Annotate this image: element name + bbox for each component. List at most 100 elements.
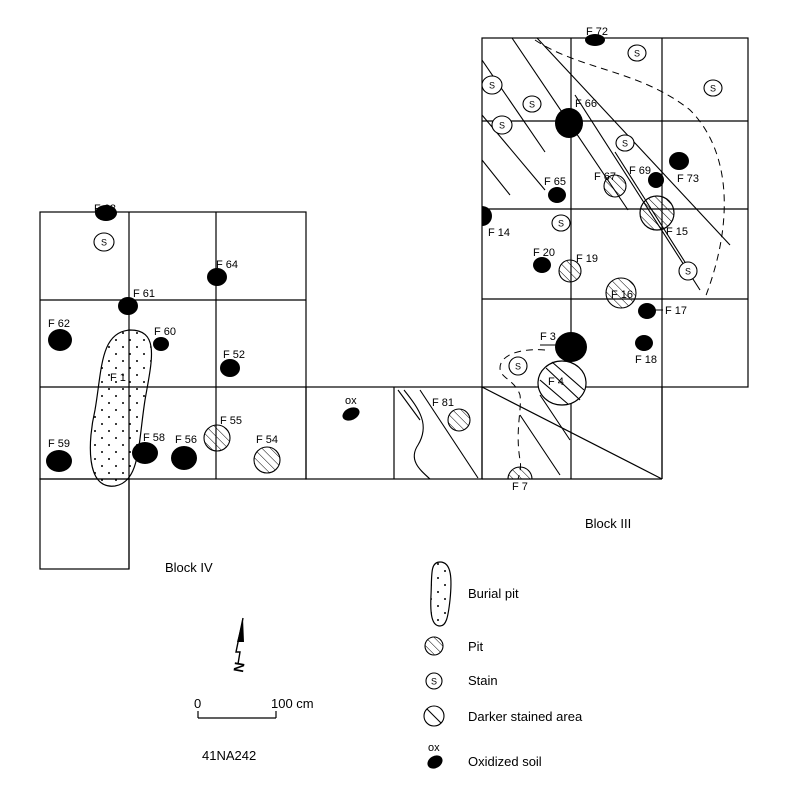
label-f20: F 20 <box>533 247 555 259</box>
feature-f81-mark <box>447 408 471 432</box>
legend-pit-swatch <box>424 636 444 656</box>
feature-f55-mark <box>203 424 231 452</box>
darker-stain-features <box>537 195 675 406</box>
stained-boundary <box>403 389 431 480</box>
svg-text:S: S <box>622 139 628 149</box>
feature-f56-mark <box>171 446 197 470</box>
ox-mid-mark <box>342 407 360 421</box>
label-f52: F 52 <box>223 349 245 361</box>
svg-text:S: S <box>489 81 495 91</box>
label-f61: F 61 <box>133 288 155 300</box>
block-iii-grid <box>481 37 749 480</box>
feature-f67-mark <box>603 174 627 198</box>
site-id: 41NA242 <box>202 748 256 763</box>
label-f54: F 54 <box>256 434 278 446</box>
svg-text:S: S <box>685 267 691 277</box>
feature-f59-mark <box>46 450 72 472</box>
feature-f58-mark <box>132 442 158 464</box>
label-f67: F 67 <box>594 171 616 183</box>
label-f59: F 59 <box>48 438 70 450</box>
feature-f3-mark <box>555 332 587 362</box>
label-f15: F 15 <box>666 226 688 238</box>
legend-stain: Stain <box>468 673 498 688</box>
label-f73: F 73 <box>677 173 699 185</box>
label-f69: F 69 <box>629 165 651 177</box>
svg-text:S: S <box>529 100 535 110</box>
feature-f54-mark <box>253 446 281 474</box>
feature-f7-mark <box>507 466 533 480</box>
stain-marker: S <box>703 79 723 97</box>
label-f60: F 60 <box>154 326 176 338</box>
stain-marker: S <box>491 115 513 135</box>
scale-start: 0 <box>194 696 201 711</box>
darker-stained-lines-lower <box>397 389 571 479</box>
label-f19: F 19 <box>576 253 598 265</box>
label-f66: F 66 <box>575 98 597 110</box>
label-f56: F 56 <box>175 434 197 446</box>
svg-text:S: S <box>710 84 716 94</box>
stain-marker: S <box>508 356 528 376</box>
label-f62: F 62 <box>48 318 70 330</box>
stain-markers: S S S S S S S S S S <box>93 44 723 376</box>
dashed-boundary-upper <box>534 39 725 299</box>
darker-stained-lines <box>482 38 731 291</box>
feature-f61-mark <box>118 297 138 315</box>
oxidized-features <box>46 34 689 472</box>
feature-f60-mark <box>153 337 169 351</box>
legend-darker-stained: Darker stained area <box>468 709 583 724</box>
label-ox-mid: ox <box>345 395 357 407</box>
feature-f65-mark <box>548 187 566 203</box>
feature-f15-mark <box>639 195 675 231</box>
label-f64: F 64 <box>216 259 238 271</box>
svg-text:S: S <box>499 121 505 131</box>
svg-text:S: S <box>634 49 640 59</box>
north-arrow: N <box>230 617 248 674</box>
leader-lines <box>540 309 663 346</box>
north-letter: N <box>230 661 248 674</box>
legend: Burial pit Pit S Stain Darker stained ar… <box>423 561 583 769</box>
stain-marker: S <box>551 214 571 232</box>
feature-labels: F 63 F 64 F 61 F 62 F 60 F 1 F 52 F 55 F… <box>48 26 699 493</box>
feature-f73-mark <box>669 152 689 170</box>
legend-burial-pit: Burial pit <box>468 586 519 601</box>
label-f17: F 17 <box>665 305 687 317</box>
feature-f52-mark <box>220 359 240 377</box>
feature-f72-mark <box>585 34 605 46</box>
label-f16: F 16 <box>611 289 633 301</box>
stain-marker: S <box>93 232 115 252</box>
label-f4: F 4 <box>548 376 564 388</box>
label-f18: F 18 <box>635 354 657 366</box>
stain-marker: S <box>481 75 503 95</box>
legend-pit: Pit <box>468 639 484 654</box>
stain-marker: S <box>522 95 542 113</box>
label-f63: F 63 <box>94 203 116 215</box>
middle-units-grid <box>305 386 483 480</box>
svg-text:S: S <box>515 362 521 372</box>
feature-f62-mark <box>48 329 72 351</box>
stain-marker: S <box>615 134 635 152</box>
legend-oxidized-swatch <box>427 755 443 769</box>
label-f1: F 1 <box>110 372 126 384</box>
label-f3: F 3 <box>540 331 556 343</box>
stain-marker: S <box>678 261 698 281</box>
legend-oxidized: Oxidized soil <box>468 754 542 769</box>
feature-f17-mark <box>638 303 656 319</box>
block-iv-grid <box>39 211 307 570</box>
feature-f19-mark <box>558 259 582 283</box>
legend-burial-pit-swatch <box>430 561 452 627</box>
pit-features <box>203 174 637 480</box>
feature-f18-mark <box>635 335 653 351</box>
label-f7: F 7 <box>512 481 528 493</box>
label-f65: F 65 <box>544 176 566 188</box>
feature-f66-mark <box>555 108 583 138</box>
stain-marker: S <box>627 44 647 62</box>
legend-stain-tag: S <box>431 677 437 687</box>
feature-f14-mark <box>482 206 492 226</box>
feature-f20-mark <box>533 257 551 273</box>
feature-f69-mark <box>648 172 664 188</box>
feature-f63-mark <box>95 205 117 221</box>
label-f81: F 81 <box>432 397 454 409</box>
feature-f16-mark <box>605 277 637 309</box>
